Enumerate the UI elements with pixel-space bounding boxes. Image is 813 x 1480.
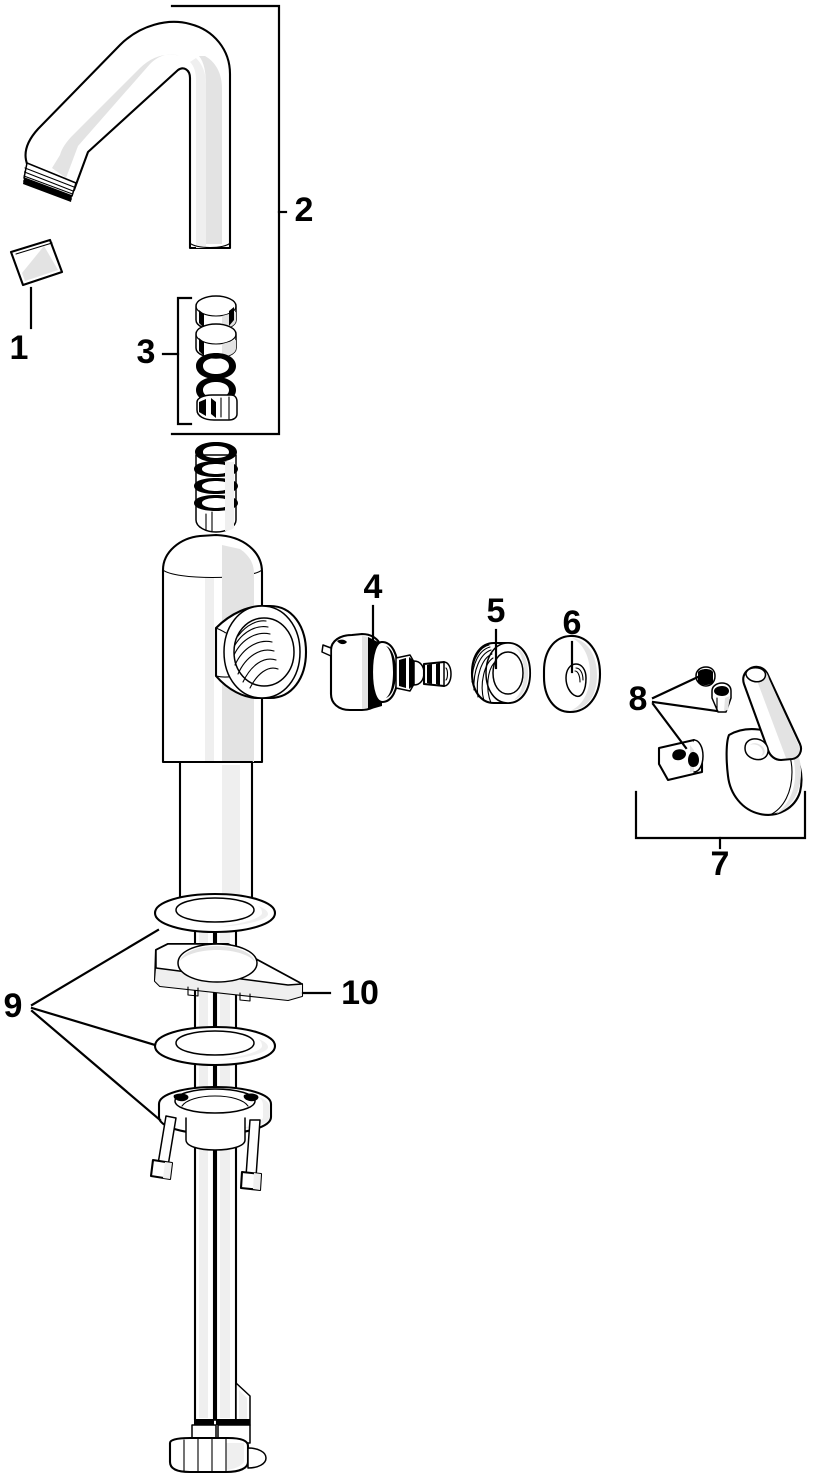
supply-bottom-fittings	[168, 1419, 267, 1474]
part-washer-lower-9	[153, 1025, 277, 1067]
callout-label-3: 3	[137, 333, 156, 371]
callout-7-bracket	[634, 790, 807, 850]
part-dome-cap-6	[542, 634, 602, 714]
outlet-threads	[233, 620, 279, 689]
callout-8-leaders	[651, 675, 719, 750]
callout-label-9: 9	[4, 987, 23, 1025]
part-ring-nut-5	[470, 641, 532, 705]
part-spout-2	[22, 20, 232, 250]
callout-2-bracket	[170, 4, 288, 436]
part-seal-kit-3	[195, 295, 238, 421]
callout-label-6: 6	[563, 604, 582, 642]
flex-connector-ribs	[194, 442, 238, 533]
callout-3-bracket	[161, 296, 193, 426]
ring-nut-threads	[471, 643, 495, 704]
callout-label-7: 7	[711, 845, 730, 883]
callout-9-leaders	[30, 928, 162, 1122]
callout-label-1: 1	[10, 329, 29, 367]
part-washer-upper-9	[153, 892, 277, 934]
callout-label-2: 2	[295, 191, 314, 229]
spout-aerator-threads	[22, 162, 77, 202]
part-fixings-8	[657, 666, 732, 782]
part-cover-cap-1	[9, 238, 64, 287]
part-mounting-bracket-9	[149, 1085, 273, 1192]
part-base-gasket-10	[153, 942, 304, 1002]
callout-label-4: 4	[364, 568, 383, 606]
callout-label-10: 10	[341, 974, 379, 1012]
part-cartridge-4	[321, 632, 452, 712]
callout-label-5: 5	[487, 592, 506, 630]
part-handle-7	[725, 665, 803, 816]
callout-label-8: 8	[629, 680, 648, 718]
